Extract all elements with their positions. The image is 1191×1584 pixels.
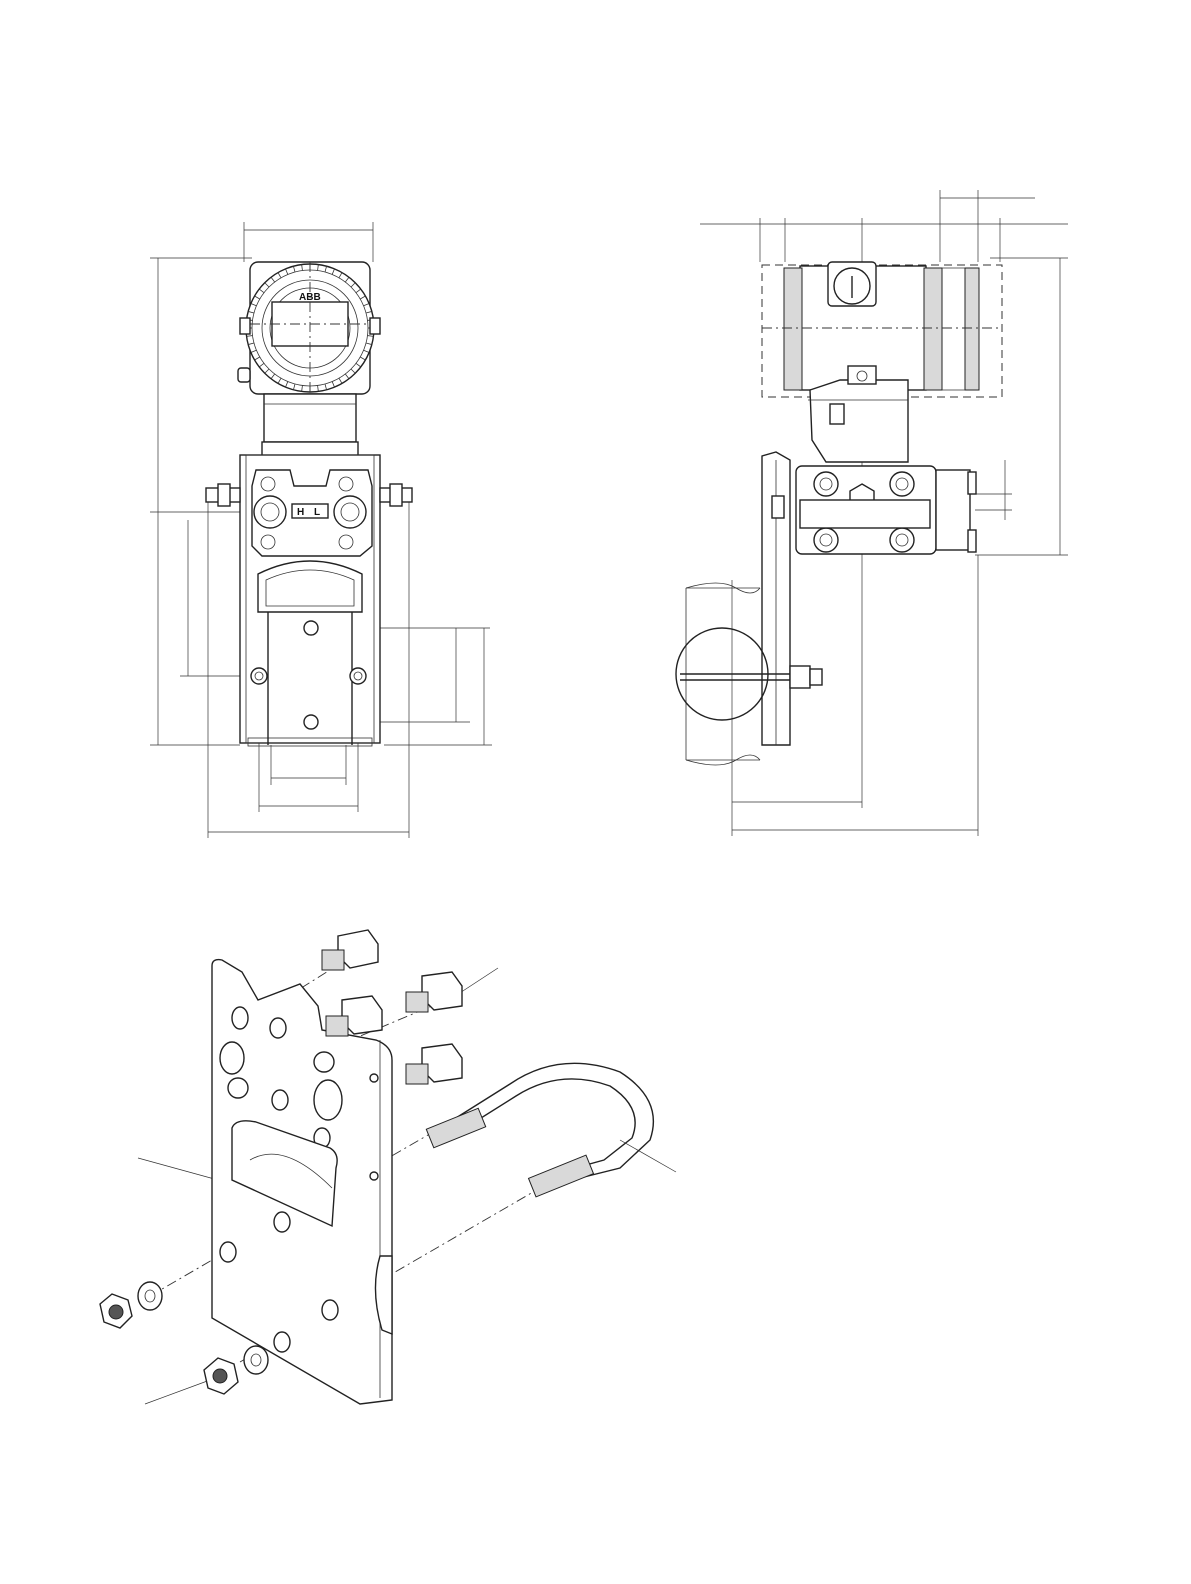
front-view: ABB H L <box>150 222 492 838</box>
exploded-view <box>100 930 676 1404</box>
logo-text: ABB <box>299 292 321 303</box>
side-view <box>676 190 1068 836</box>
port-label-h: H <box>297 507 304 518</box>
port-label-l: L <box>314 507 320 518</box>
